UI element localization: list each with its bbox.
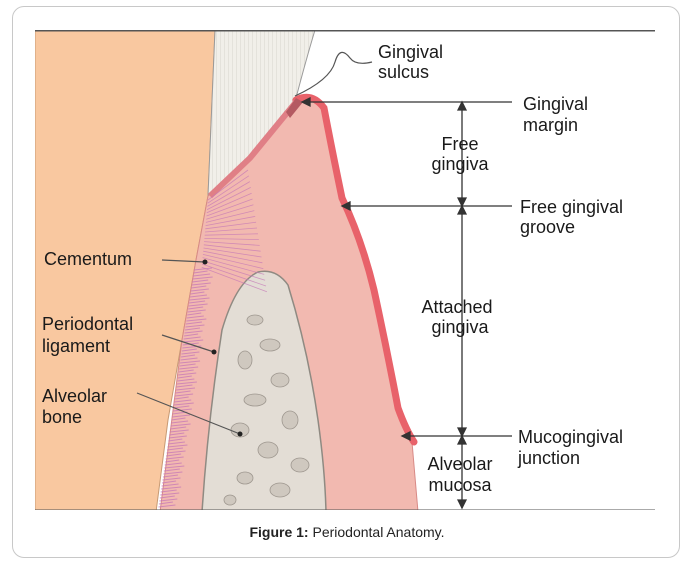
svg-text:gingiva: gingiva: [431, 317, 489, 337]
svg-text:gingiva: gingiva: [431, 154, 489, 174]
svg-text:ligament: ligament: [42, 336, 110, 356]
svg-text:Mucogingival: Mucogingival: [518, 427, 623, 447]
svg-text:Free gingival: Free gingival: [520, 197, 623, 217]
caption-text: Periodontal Anatomy.: [309, 524, 445, 540]
label-gingival-margin: Gingival margin: [523, 94, 588, 135]
svg-text:Gingival: Gingival: [523, 94, 588, 114]
svg-text:Free: Free: [441, 134, 478, 154]
svg-text:sulcus: sulcus: [378, 62, 429, 82]
svg-text:mucosa: mucosa: [428, 475, 492, 495]
svg-text:Periodontal: Periodontal: [42, 314, 133, 334]
svg-text:margin: margin: [523, 115, 578, 135]
label-free-gingiva: Free gingiva: [431, 134, 489, 174]
caption-prefix: Figure 1:: [249, 524, 308, 540]
svg-text:groove: groove: [520, 217, 575, 237]
label-cementum: Cementum: [44, 249, 132, 269]
label-free-gingival-groove: Free gingival groove: [520, 197, 623, 237]
label-mucogingival-junction: Mucogingival junction: [517, 427, 623, 468]
svg-text:Attached: Attached: [421, 297, 492, 317]
label-gingival-sulcus: Gingival sulcus: [378, 42, 443, 82]
svg-text:Gingival: Gingival: [378, 42, 443, 62]
svg-text:Cementum: Cementum: [44, 249, 132, 269]
svg-text:junction: junction: [517, 448, 580, 468]
figure-caption: Figure 1: Periodontal Anatomy.: [0, 524, 694, 540]
svg-text:Alveolar: Alveolar: [427, 454, 492, 474]
label-attached-gingiva: Attached gingiva: [421, 297, 492, 337]
svg-text:Alveolar: Alveolar: [42, 386, 107, 406]
svg-text:bone: bone: [42, 407, 82, 427]
label-alveolar-mucosa: Alveolar mucosa: [427, 454, 492, 495]
